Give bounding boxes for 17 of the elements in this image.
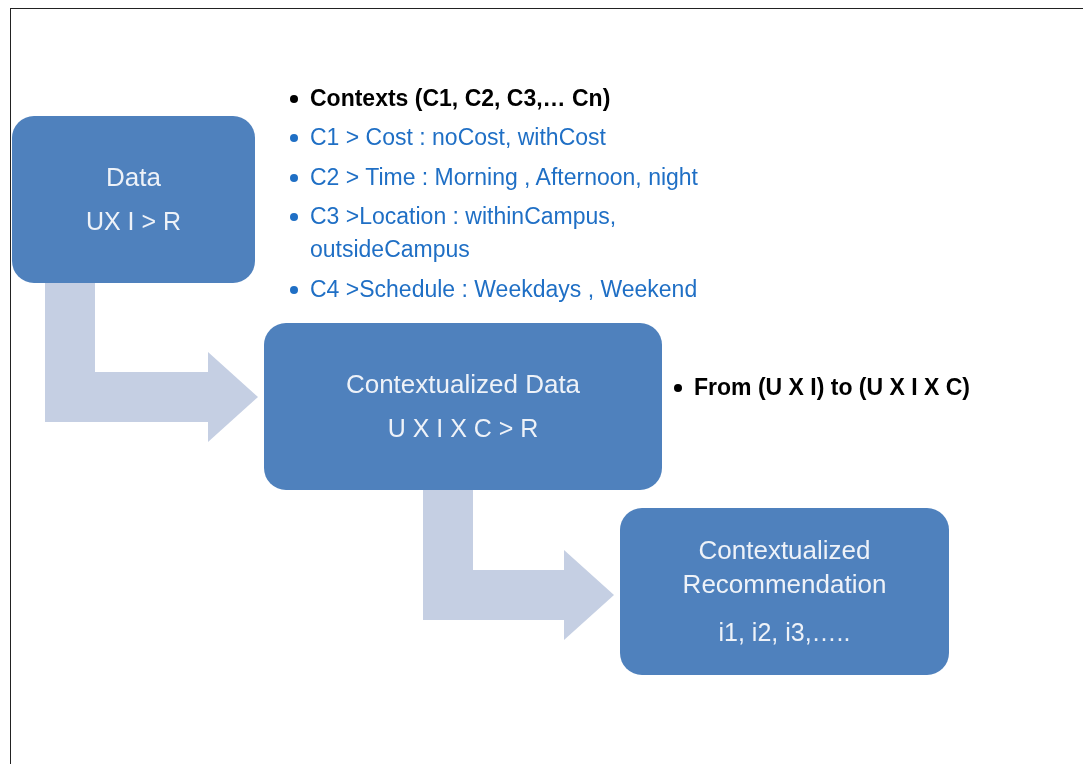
process-box <box>264 323 662 490</box>
process-box <box>620 508 949 675</box>
block-arrow <box>423 490 614 640</box>
box-text: i1, i2, i3,….. <box>718 617 851 649</box>
bullet-text: From (U X I) to (U X I X C) <box>694 373 970 402</box>
box-title: Contextualized Data <box>345 368 581 402</box>
bullet-text: C3 >Location : withinCampus, outsideCampus <box>310 202 618 265</box>
bullet-text: C2 > Time : Morning , Afternoon, night <box>310 162 698 192</box>
box-title: Data <box>106 161 161 195</box>
block-arrow <box>45 283 258 442</box>
box-text: U X I X C > R <box>387 413 539 445</box>
box-title: Contextualized Recommendation <box>681 534 888 602</box>
bullet-text: Contexts (C1, C2, C3,… Cn) <box>310 84 611 113</box>
bullet-text: C1 > Cost : noCost, withCost <box>310 123 606 153</box>
process-box <box>12 116 255 283</box>
box-text: UX I > R <box>85 206 182 238</box>
bullet-text: C4 >Schedule : Weekdays , Weekend <box>310 274 698 304</box>
